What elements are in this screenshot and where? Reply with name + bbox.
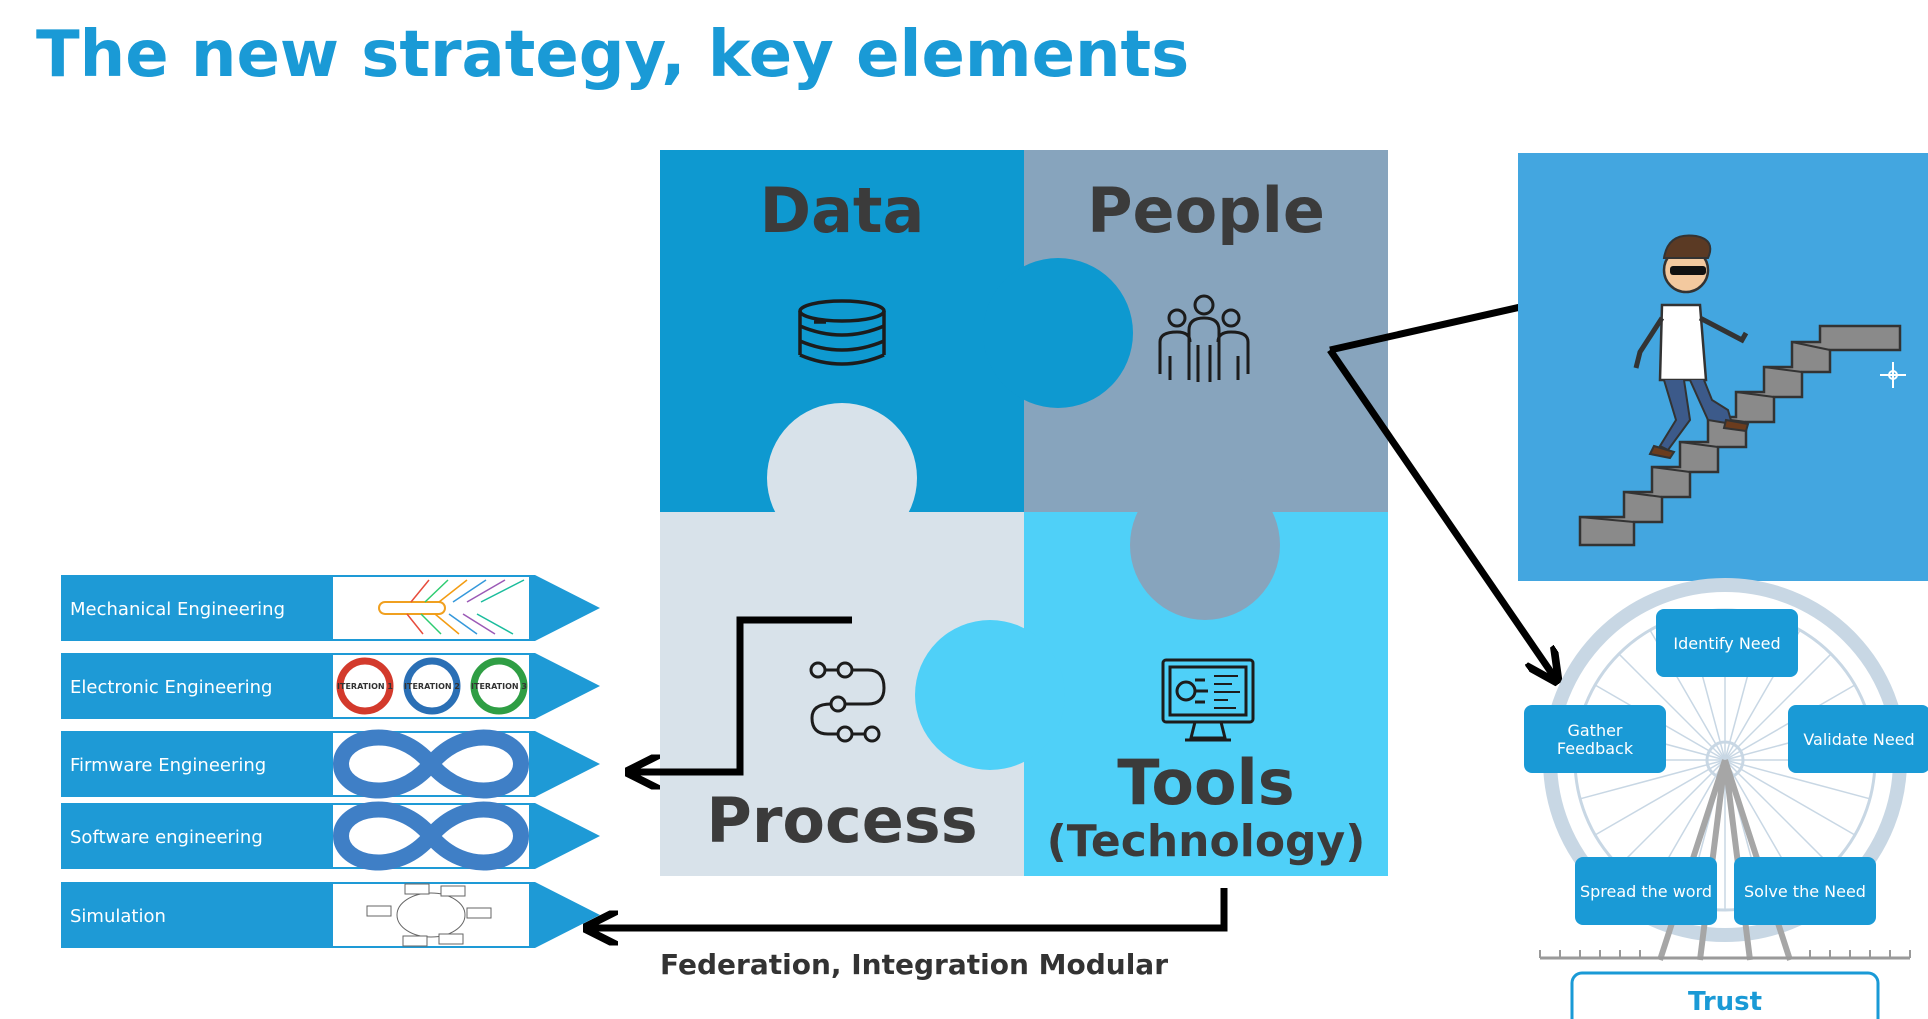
dev-label: DEV <box>367 833 386 842</box>
wheel-spoke <box>1724 759 1871 800</box>
mind-map-branch <box>452 579 487 603</box>
wheel-step-label: Validate Need <box>1803 730 1914 749</box>
cycle-node <box>402 935 428 947</box>
mind-map-node <box>378 601 446 615</box>
mind-map-branch <box>406 613 424 635</box>
engineering-bar: Mechanical Engineering <box>61 575 600 641</box>
cycle-diagram-thumbnail <box>333 884 529 946</box>
cycle-ring <box>396 892 466 938</box>
wheel-step-box <box>1656 609 1798 677</box>
mind-map-branch <box>438 579 468 603</box>
cursor-crosshair-icon <box>1880 362 1906 388</box>
mind-map-branch <box>480 579 525 603</box>
people-to-wheel-arrow <box>1327 348 1555 678</box>
engineering-bar: Electronic Engineering ITERATION 1 ITERATI… <box>61 653 600 719</box>
wheel-step-label: Identify Need <box>1673 634 1780 653</box>
engineering-bar: Software engineering DEV OPS <box>61 801 600 871</box>
database-icon <box>798 299 886 366</box>
mind-map-branch <box>424 579 449 603</box>
iteration-cycle <box>403 657 461 715</box>
iteration-cycle <box>336 657 394 715</box>
wheel-spoke <box>1618 759 1726 867</box>
puzzle: Data People Process Tools (Technology) <box>660 150 1388 876</box>
engineering-bar: Firmware Engineering DEV OPS <box>61 729 600 799</box>
iteration-label: ITERATION 3 <box>471 682 527 691</box>
wheel-step-box <box>1788 705 1928 773</box>
wheel-step: Validate Need <box>1788 705 1928 773</box>
trust-box <box>1570 971 1880 1019</box>
mind-map-thumbnail <box>333 577 529 639</box>
mind-map-branch <box>462 613 496 635</box>
stairs-background <box>1518 153 1928 581</box>
cycle-node <box>466 907 492 919</box>
people-piece-knob <box>1130 470 1280 620</box>
wheel-step-label: Spread the word <box>1580 882 1712 901</box>
wheel-step-box <box>1575 857 1717 925</box>
people-group-icon <box>1158 294 1250 382</box>
engineering-bar-label: Simulation <box>70 906 166 927</box>
dev-label: DEV <box>367 761 386 770</box>
cycle-node <box>438 933 464 945</box>
wheel-step: Solve the Need <box>1734 857 1876 925</box>
devops-infinity-loop <box>332 801 530 871</box>
mind-map-branch <box>410 579 430 603</box>
mind-map-branch <box>434 613 460 635</box>
process-to-engineering-arrow <box>632 616 852 772</box>
wheel-step-label: Gather <box>1567 721 1622 740</box>
process-piece-knob <box>767 403 917 553</box>
engineering-bar-label: Electronic Engineering <box>70 677 272 698</box>
cycle-node <box>366 905 392 917</box>
workflow-icon <box>809 661 886 743</box>
wheel-spoke <box>1618 653 1726 761</box>
ops-label: OPS <box>477 761 496 770</box>
monitor-code-icon <box>1161 658 1255 742</box>
iteration-label: ITERATION 2 <box>404 682 460 691</box>
wheel-step-label: Solve the Need <box>1744 882 1866 901</box>
slide-title: The new strategy, key elements <box>36 18 1189 92</box>
wheel-spoke <box>1579 759 1726 800</box>
iteration-label: ITERATION 1 <box>337 682 393 691</box>
climbing-man <box>1633 234 1750 460</box>
tools-to-engineering-arrow <box>590 888 1228 928</box>
wheel-spoke <box>1724 759 1856 836</box>
data-label: Data <box>760 174 925 247</box>
wheel-step-label: Feedback <box>1557 739 1634 758</box>
engineering-bar: Simulation <box>61 882 600 948</box>
wheel-spoke <box>1724 759 1832 867</box>
engineering-bar-label: Mechanical Engineering <box>70 599 285 620</box>
stairs-illustration <box>1518 153 1928 581</box>
wheel-step-box <box>1734 857 1876 925</box>
mind-map-branch <box>466 579 506 603</box>
iteration-cycles-thumbnail <box>333 655 529 717</box>
mind-map-branch <box>420 613 442 635</box>
mind-map-branch <box>476 613 514 635</box>
mind-map-branch <box>448 613 478 635</box>
tools-label: Tools <box>1117 746 1294 819</box>
wheel-spoke <box>1594 759 1726 836</box>
process-label: Process <box>706 784 977 857</box>
ops-label: OPS <box>477 833 496 842</box>
tools-piece-knob <box>915 620 1065 770</box>
wheel-step: Spread the word <box>1575 857 1717 925</box>
wheel-step: Identify Need <box>1656 609 1798 677</box>
federation-caption: Federation, Integration Modular <box>660 948 1168 981</box>
iteration-cycle <box>470 657 528 715</box>
cycle-node <box>404 883 430 895</box>
wheel-step-box <box>1524 705 1666 773</box>
trust-label: Trust <box>1688 987 1762 1017</box>
people-label: People <box>1087 174 1325 247</box>
wheel-spoke <box>1724 653 1832 761</box>
devops-infinity-loop <box>332 729 530 799</box>
data-piece-knob <box>983 258 1133 408</box>
cycle-node <box>440 885 466 897</box>
engineering-bar-label: Software engineering <box>70 827 263 848</box>
technology-label: (Technology) <box>1047 816 1366 867</box>
engineering-bar-label: Firmware Engineering <box>70 755 266 776</box>
